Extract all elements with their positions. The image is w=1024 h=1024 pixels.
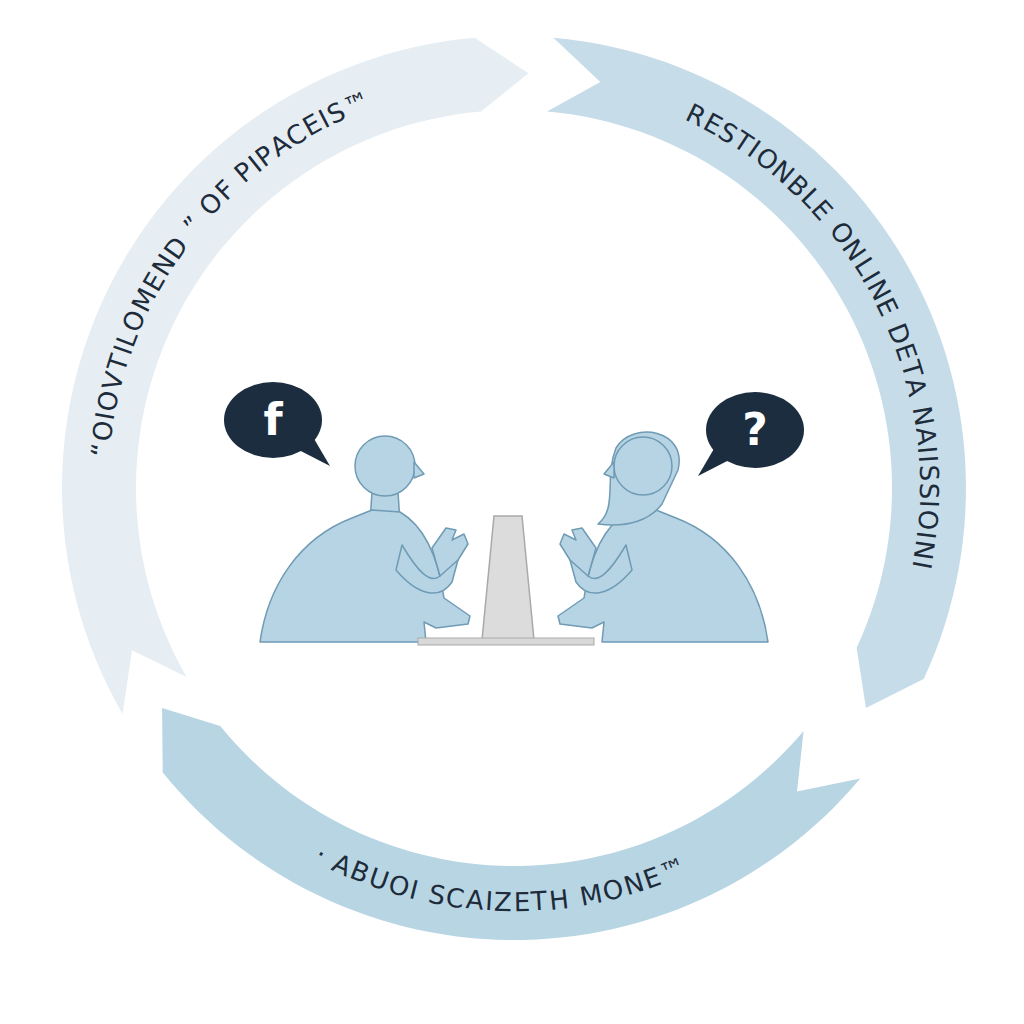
letter: C [445, 884, 467, 912]
letter: N [910, 539, 939, 562]
letter: S [916, 482, 942, 499]
letter: N [908, 404, 937, 428]
bubble-symbol: ? [706, 392, 804, 468]
letter: “ [87, 442, 114, 458]
speech-bubble: ? [706, 392, 804, 468]
letter: ” [178, 212, 207, 239]
arc-arrow-shape [162, 708, 860, 940]
bubble-symbol: f [224, 382, 322, 458]
letter: S [915, 464, 942, 481]
letter: M [577, 880, 604, 910]
bubble-body [224, 382, 322, 458]
man-figure [260, 436, 470, 642]
letter: I [914, 445, 941, 455]
arc-arrow-shape [547, 38, 966, 708]
letter: O [914, 509, 941, 531]
letter: Z [494, 889, 512, 915]
arc-arrow-shape [62, 38, 528, 714]
speech-bubble: f [224, 382, 322, 458]
letter: I [915, 454, 941, 463]
bubble-body [706, 392, 804, 468]
letter: O [89, 419, 118, 443]
letter: I [484, 888, 493, 914]
letter: · [311, 841, 330, 868]
letter: T [531, 888, 548, 915]
letter: S [426, 880, 447, 909]
letter: A [912, 425, 940, 446]
monitor [418, 516, 594, 645]
letter: H [547, 886, 569, 914]
letter: E [513, 889, 530, 915]
letter: A [465, 886, 485, 914]
letter: I [916, 500, 942, 509]
